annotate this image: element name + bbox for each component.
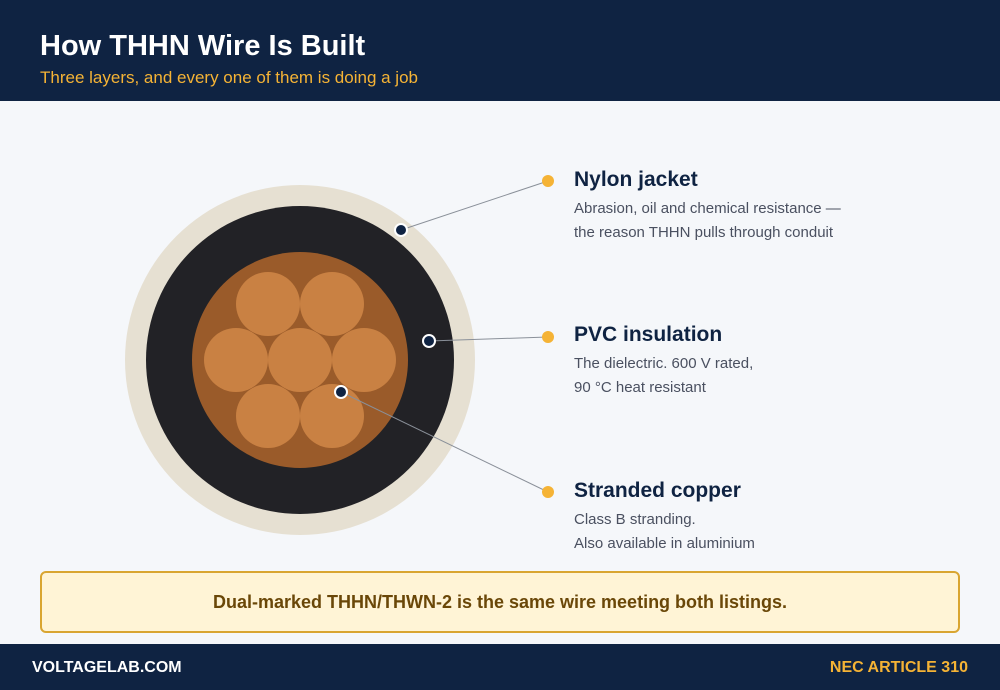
site-name: VOLTAGELAB.COM xyxy=(32,659,182,676)
copper-strand xyxy=(268,328,332,392)
callout-description: Abrasion, oil and chemical resistance — … xyxy=(574,197,841,245)
page-subtitle: Three layers, and every one of them is d… xyxy=(40,68,418,87)
callout-title: Stranded copper xyxy=(574,479,741,502)
callout-desc-line: Also available in aluminium xyxy=(574,535,755,552)
pvc-bullet-dot xyxy=(542,331,554,343)
pvc-leader-line xyxy=(428,336,549,342)
nylon-leader-line xyxy=(400,180,549,231)
copper-strand xyxy=(236,272,300,336)
wire-cross-section-svg xyxy=(125,175,554,535)
copper-anchor-dot xyxy=(334,385,348,399)
callout-desc-line: the reason THHN pulls through conduit xyxy=(574,224,834,241)
copper-strand xyxy=(300,384,364,448)
copper-strand xyxy=(300,272,364,336)
callout-description: The dielectric. 600 V rated, 90 °C heat … xyxy=(574,352,753,400)
callout-stranded-copper: Stranded copper Class B stranding. Also … xyxy=(574,478,755,556)
reference-label: NEC ARTICLE 310 xyxy=(829,659,968,676)
callout-desc-line: Abrasion, oil and chemical resistance — xyxy=(574,200,841,217)
callout-pvc-insulation: PVC insulation The dielectric. 600 V rat… xyxy=(574,322,753,400)
callout-desc-line: Class B stranding. xyxy=(574,511,696,528)
copper-strand xyxy=(332,328,396,392)
callout-title: Nylon jacket xyxy=(574,168,698,191)
copper-bullet-dot xyxy=(542,486,554,498)
footer-bar: VOLTAGELAB.COM NEC ARTICLE 310 xyxy=(0,644,1000,690)
callout-description: Class B stranding. Also available in alu… xyxy=(574,508,755,556)
wire-cross-section-diagram: Nylon jacket Abrasion, oil and chemical … xyxy=(0,101,1000,563)
note-text: Dual-marked THHN/THWN-2 is the same wire… xyxy=(212,591,788,612)
header-bar: How THHN Wire Is Built Three layers, and… xyxy=(0,0,1000,101)
pvc-anchor-dot xyxy=(422,334,436,348)
copper-strands xyxy=(204,272,396,448)
copper-leader-line xyxy=(340,391,549,493)
callout-nylon-jacket: Nylon jacket Abrasion, oil and chemical … xyxy=(574,167,841,245)
nylon-bullet-dot xyxy=(542,175,554,187)
nylon-anchor-dot xyxy=(394,223,408,237)
callout-desc-line: The dielectric. 600 V rated, xyxy=(574,355,754,372)
copper-strand xyxy=(236,384,300,448)
page-title: How THHN Wire Is Built xyxy=(40,30,366,62)
callout-desc-line: 90 °C heat resistant xyxy=(574,379,706,396)
dual-marking-note: Dual-marked THHN/THWN-2 is the same wire… xyxy=(40,571,960,633)
copper-strand xyxy=(204,328,268,392)
callout-title: PVC insulation xyxy=(574,323,723,346)
